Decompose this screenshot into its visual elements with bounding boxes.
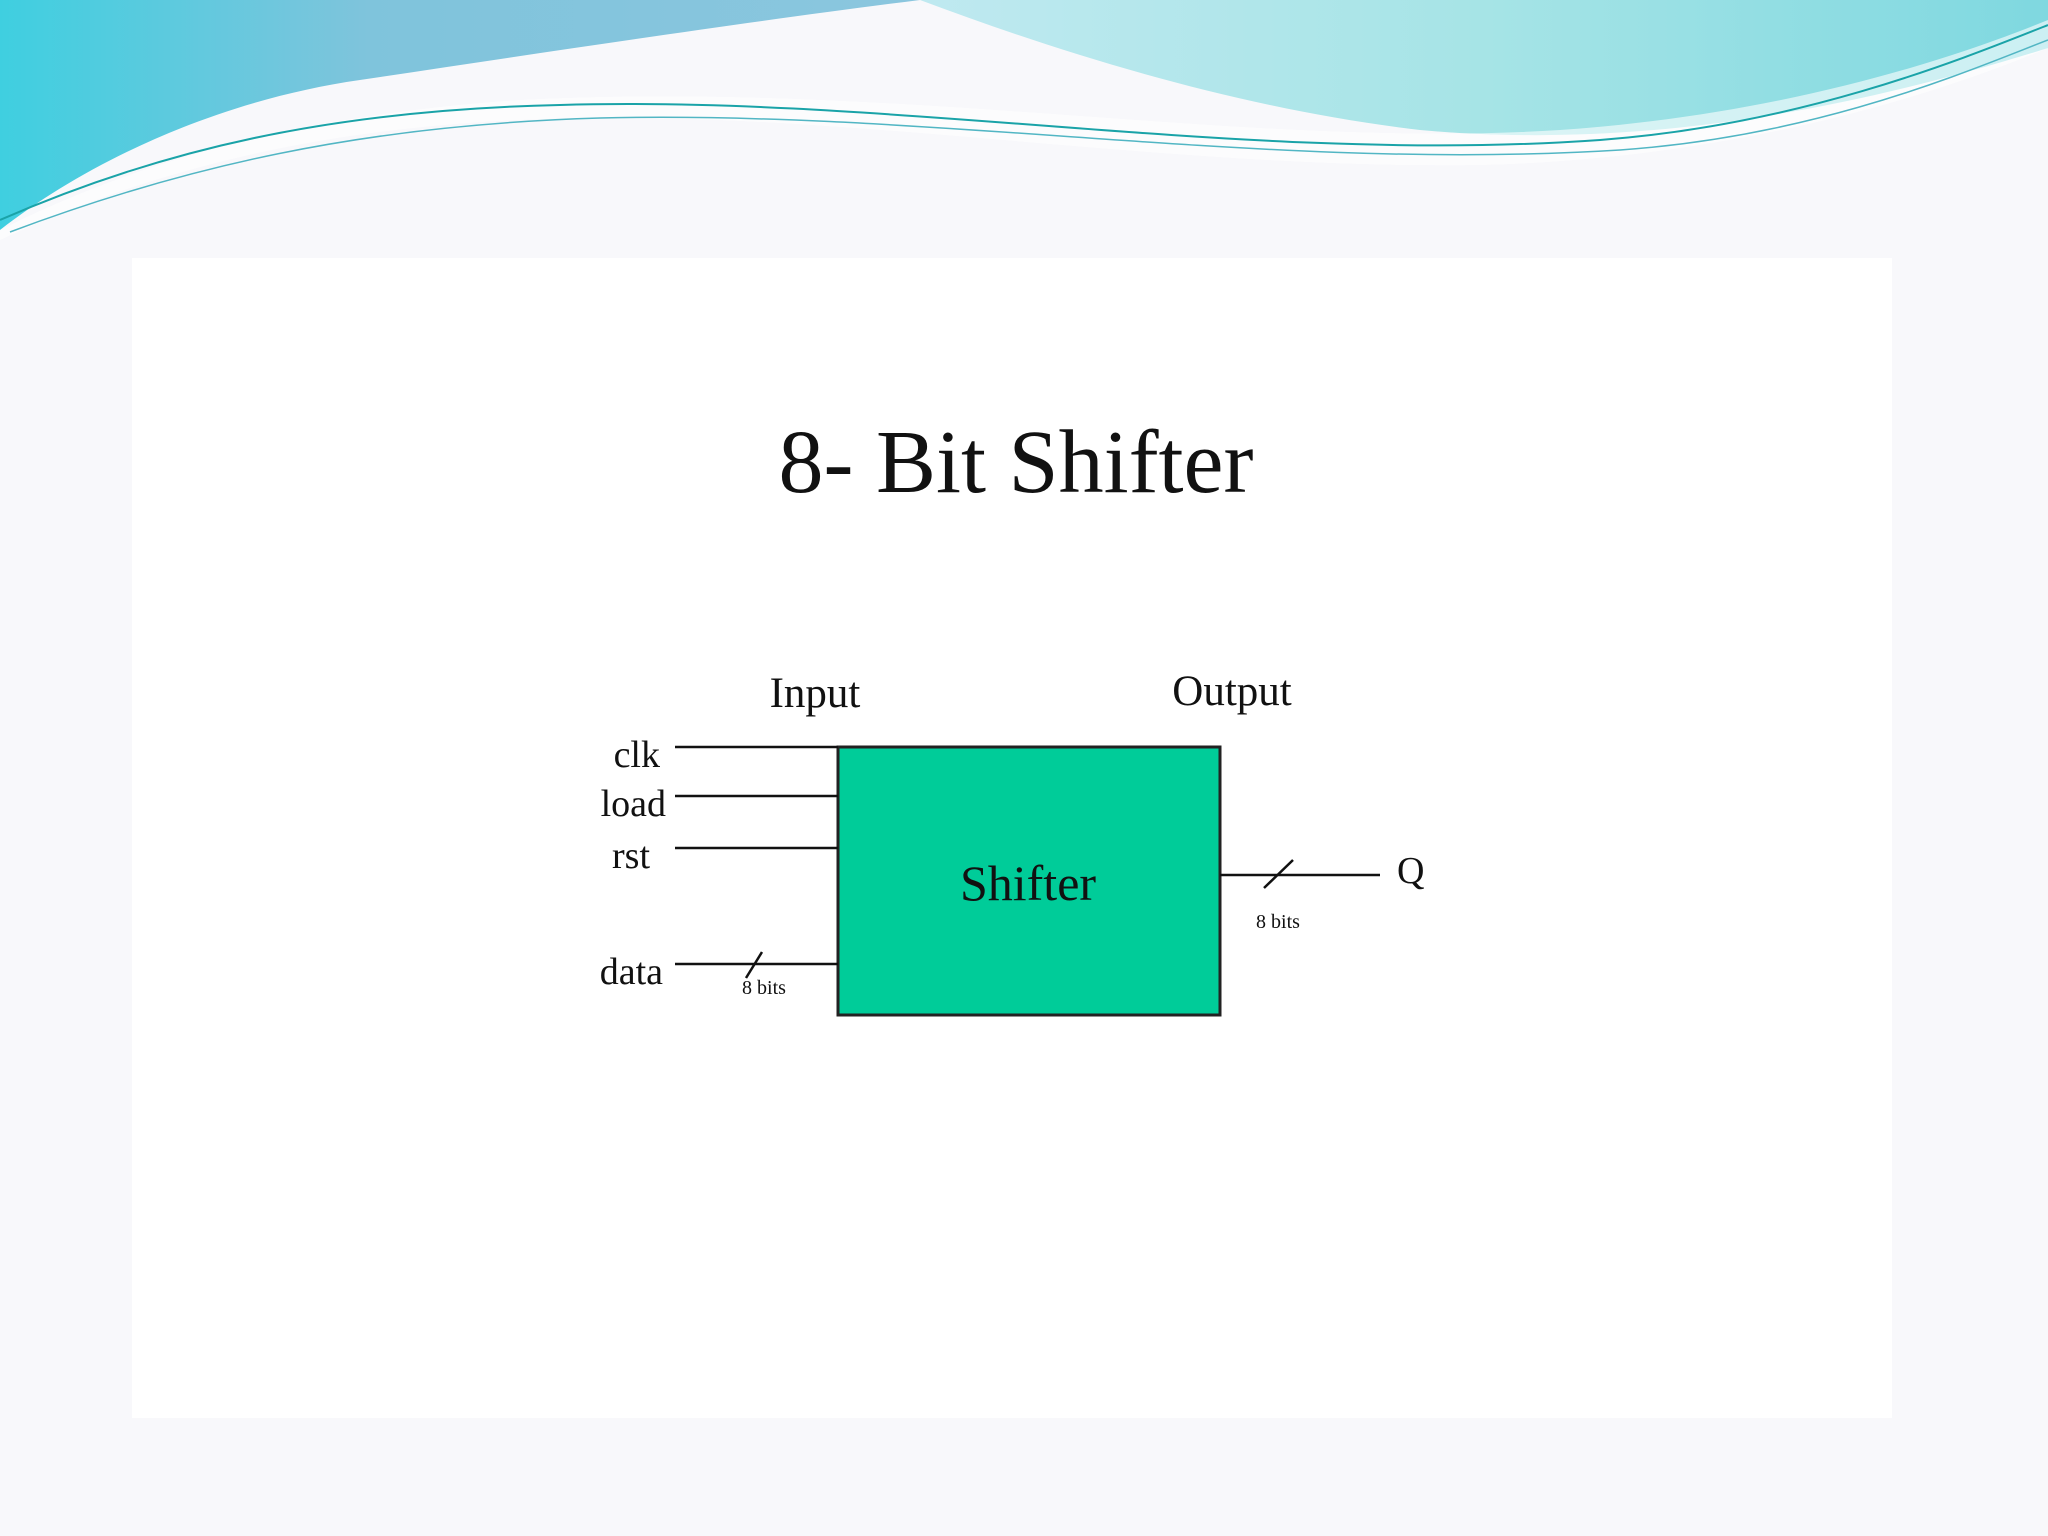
header-wave-decoration <box>0 0 2048 240</box>
data-width-label: 8 bits <box>742 977 786 999</box>
shifter-block-label: Shifter <box>960 855 1096 911</box>
q-label: Q <box>1397 850 1424 892</box>
output-section-label: Output <box>1172 668 1292 715</box>
input-section-label: Input <box>770 670 861 717</box>
data-label: data <box>600 951 663 993</box>
wave-light <box>920 0 2048 136</box>
shifter-block <box>836 745 1222 1017</box>
q-bus-slash <box>1263 859 1294 889</box>
wave-main <box>0 0 920 230</box>
q-width-label: 8 bits <box>1256 911 1300 933</box>
data-bus-slash <box>744 951 764 979</box>
clk-label: clk <box>614 734 660 776</box>
load-label: load <box>601 783 666 825</box>
wave-line-1 <box>0 24 2048 221</box>
rst-label: rst <box>612 835 650 877</box>
slide-title: 8- Bit Shifter <box>779 413 1254 512</box>
wave-line-2 <box>9 39 2048 233</box>
wave-white-band <box>0 20 2048 240</box>
